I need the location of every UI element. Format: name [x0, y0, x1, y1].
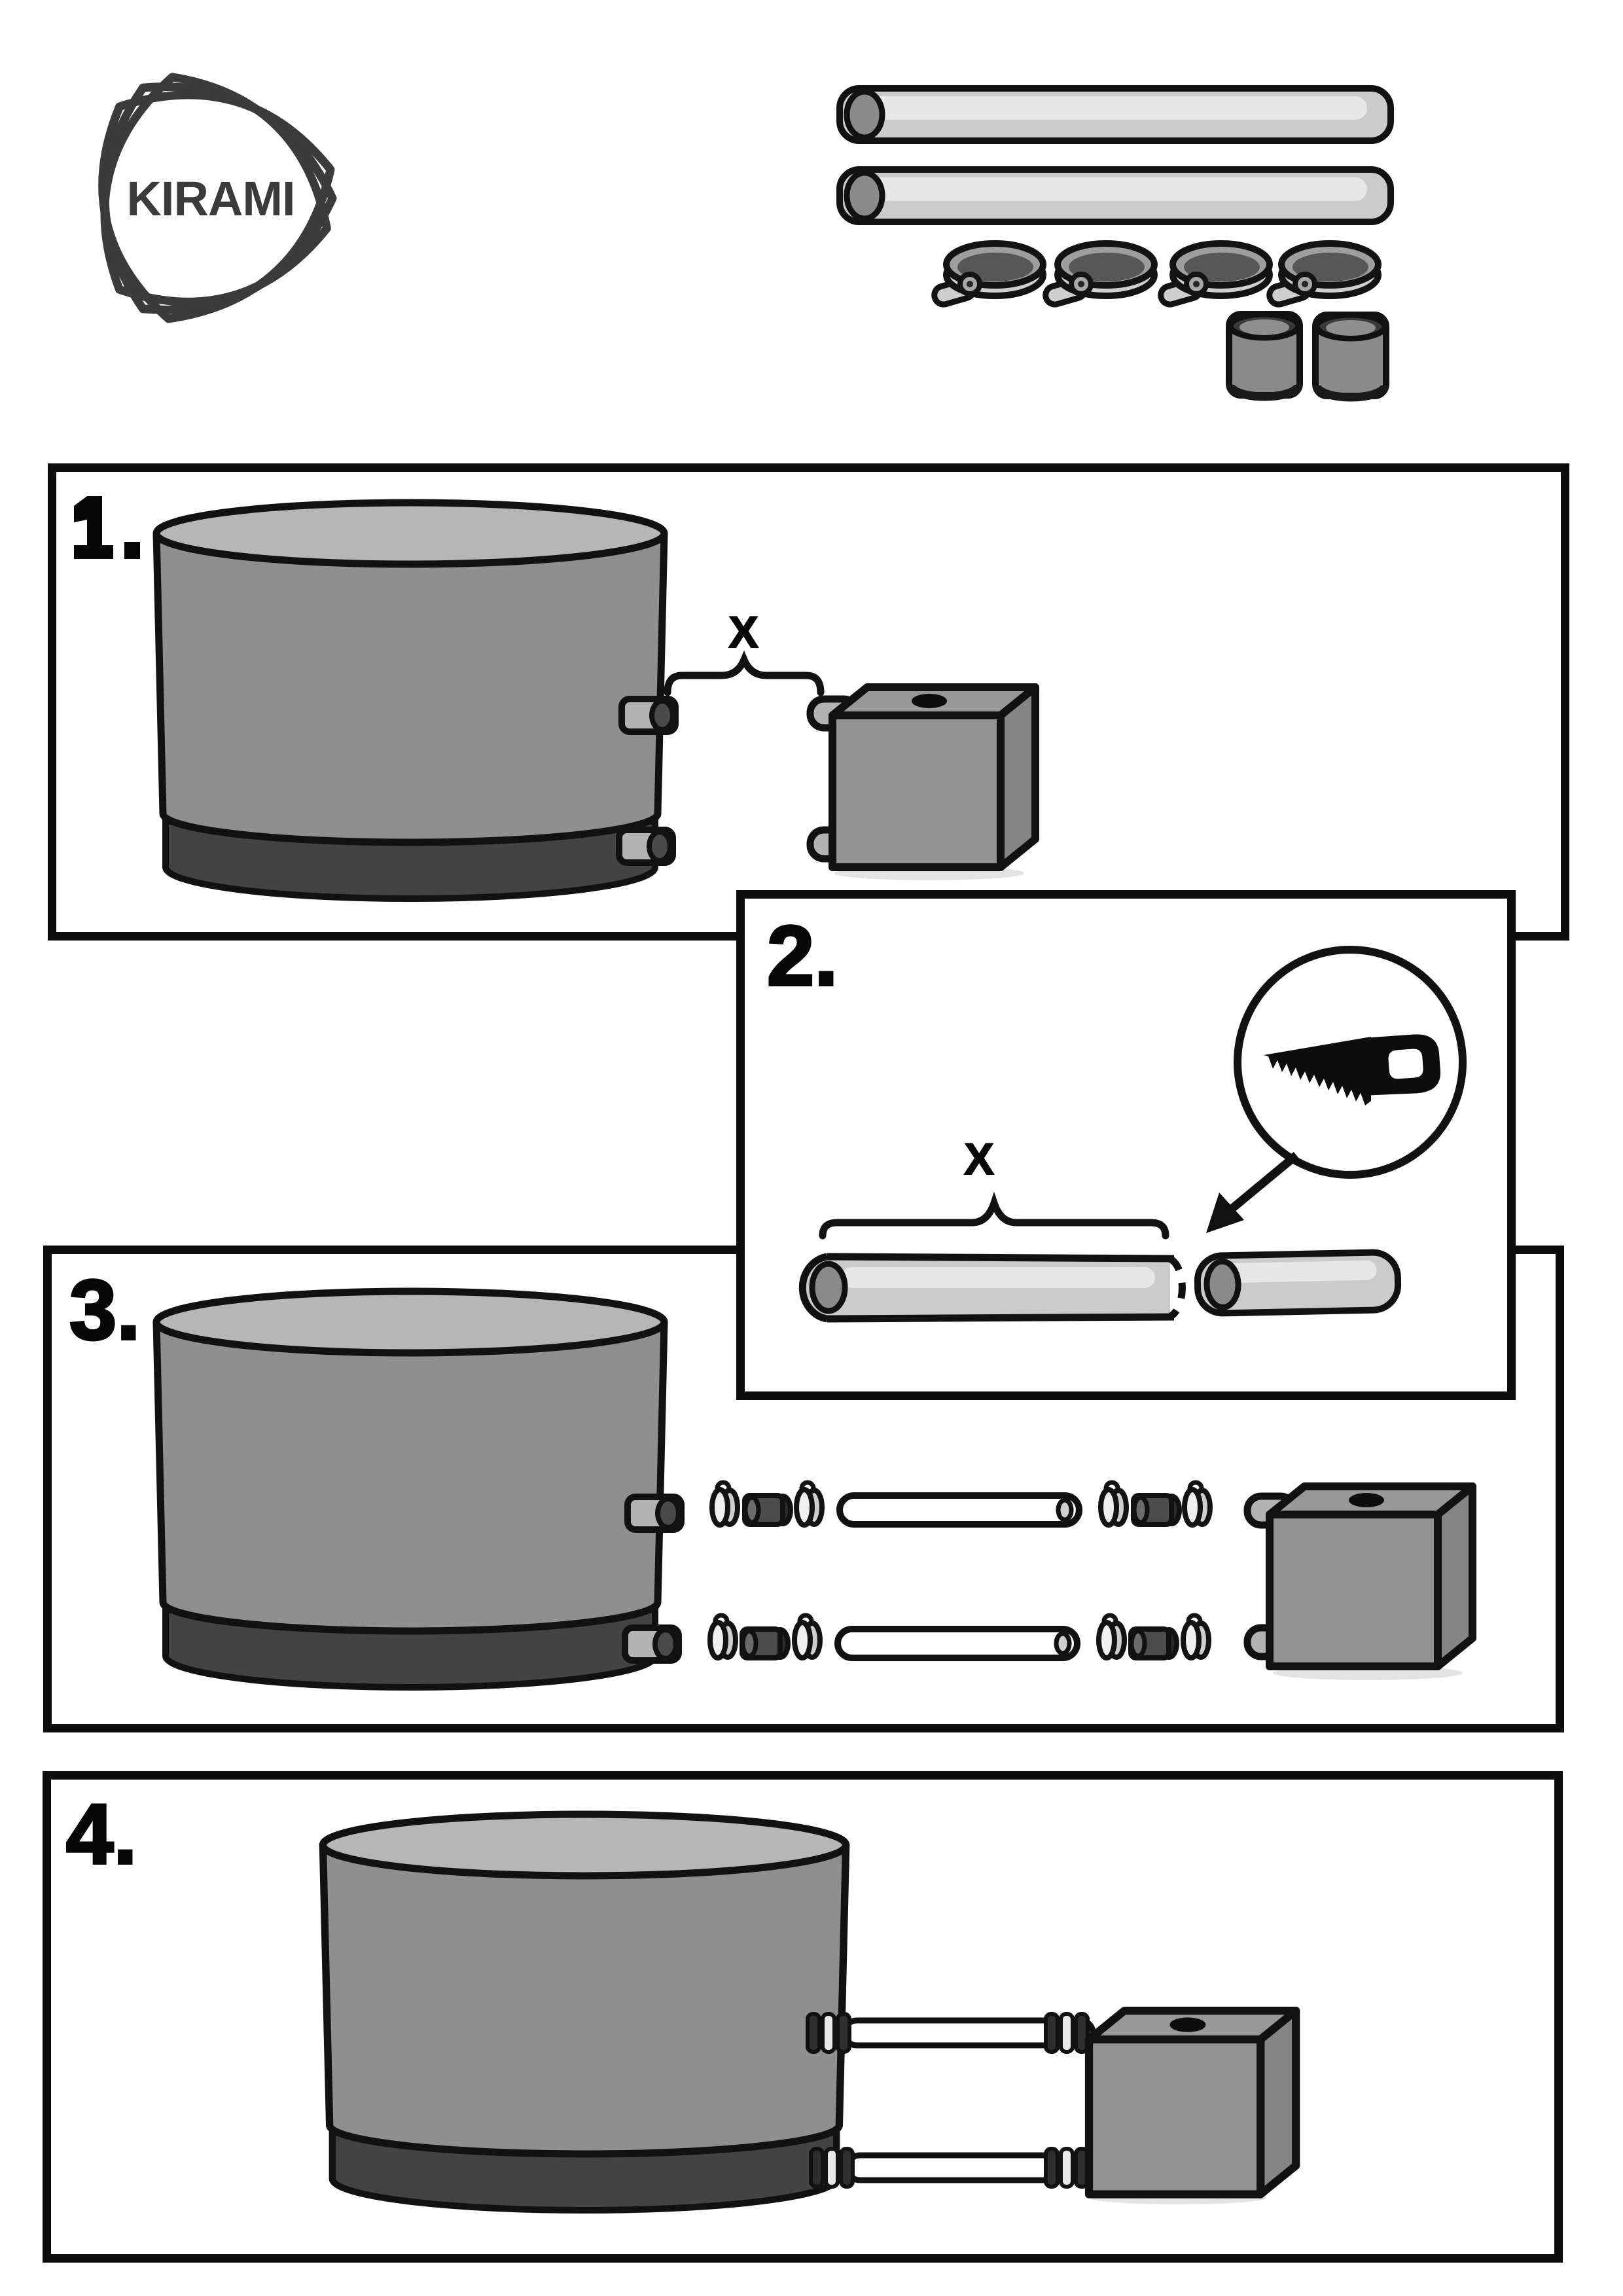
- svg-text:X: X: [728, 607, 758, 657]
- svg-text:KIRAMI: KIRAMI: [126, 171, 294, 226]
- svg-text:2.: 2.: [767, 908, 838, 1003]
- svg-text:4.: 4.: [66, 1786, 137, 1882]
- svg-text:3.: 3.: [69, 1262, 140, 1357]
- svg-text:X: X: [964, 1134, 993, 1184]
